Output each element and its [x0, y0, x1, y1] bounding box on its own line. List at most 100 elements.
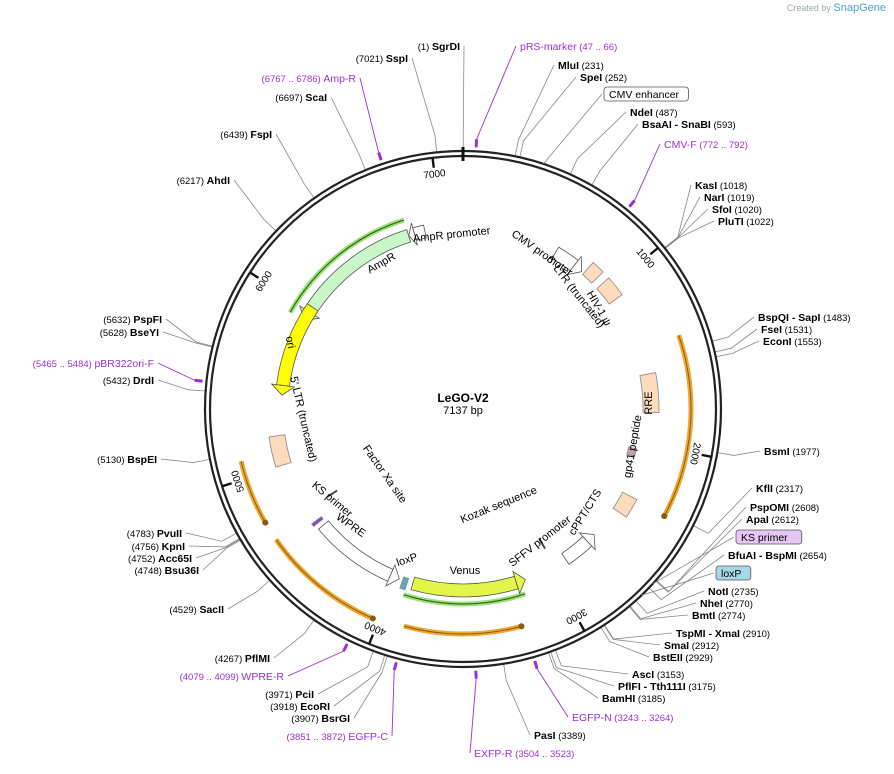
primer-egfp-n-7-mark — [533, 660, 539, 670]
ruler-tick-7000 — [431, 157, 435, 168]
primer-wpre-r-4-line — [287, 650, 344, 677]
site-sspi-1-line — [411, 57, 438, 153]
feature-hiv-1-4 — [596, 277, 623, 305]
site-kasi-22: KasI (1018) — [695, 180, 747, 192]
site-smai-38: SmaI (2912) — [664, 640, 719, 652]
primer-amp-r-1-line — [359, 77, 380, 153]
site-bspei-8-line — [160, 458, 211, 463]
site-bsu36i-12: (4748) Bsu36I — [134, 565, 199, 577]
boxed-label-ks-primer: KS primer — [741, 532, 788, 544]
site-bspqi-sapi-26-line — [711, 316, 755, 342]
primer-egfp-n-7-line — [536, 668, 569, 718]
site-sspi-1: (7021) SspI — [356, 53, 408, 65]
site-pflfi-tth111i-41: PflFI - Tth111I (3175) — [618, 681, 716, 693]
ruler-tick-3000 — [578, 621, 586, 632]
site-noti-34: NotI (2735) — [708, 586, 759, 598]
features — [268, 222, 660, 598]
boxed-label-ks-primer-box — [735, 529, 803, 545]
site-tspmi-xmai-37: TspMI - XmaI (2910) — [676, 628, 770, 640]
site-pvuii-9-line — [185, 532, 237, 542]
orange-arc-head-2 — [262, 519, 269, 526]
feature-label-rre: RRE — [643, 391, 655, 414]
site-acc65i-11: (4752) Acc65I — [128, 553, 192, 565]
site-ndei-20: NdeI (487) — [630, 107, 678, 119]
site-bamhi-42-line — [548, 652, 599, 699]
feature-label-loxp: loxP — [395, 551, 419, 569]
feature-ampr-0 — [303, 229, 412, 317]
site-pflfi-tth111i-41-line — [550, 651, 615, 687]
site-acc65i-11-line — [195, 538, 241, 559]
site-bsmi-29-line — [717, 450, 761, 456]
primer-prs-marker-0-line — [476, 45, 517, 140]
site-sacii-13-line — [227, 579, 271, 610]
feature-ori-16-head — [270, 383, 296, 396]
site-sacii-13: (4529) SacII — [169, 604, 224, 616]
site-bsteii-39-line — [600, 626, 650, 658]
restriction-sites: (1) SgrDI(7021) SspI(6697) ScaI(6439) Fs… — [97, 41, 850, 742]
site-pvuii-9: (4783) PvuII — [127, 528, 182, 540]
site-ecori-16: (3918) EcoRI — [270, 701, 330, 713]
site-ahdi-4-line — [233, 179, 277, 232]
feature-loxp-11 — [399, 576, 410, 591]
site-sfoi-24: SfoI (1020) — [712, 204, 762, 216]
primer-wpre-r-4-mark — [342, 643, 349, 652]
site-bmti-36: BmtI (2774) — [692, 610, 745, 622]
site-bsteii-39: BstEII (2929) — [653, 652, 713, 664]
primer-exfp-r-6-line — [469, 678, 477, 754]
snapgene-logo: SnapGene — [833, 2, 886, 14]
credit-prefix: Created by — [786, 3, 831, 13]
ruler-label-4000: 4000 — [363, 619, 388, 638]
site-drdi-7: (5432) DrdI — [103, 375, 154, 387]
feature-venus-10-head — [512, 570, 526, 595]
site-bsu36i-12-line — [202, 539, 241, 571]
feature-label-ori: ori — [283, 335, 297, 349]
site-kpni-10-line — [188, 538, 240, 548]
primer-cmv-f-2-mark — [628, 199, 636, 208]
primer-egfp-c-5: (3851 .. 3872) EGFP-C — [287, 731, 389, 743]
site-ecori-16-line — [333, 654, 386, 707]
feature-label-factor-xa: Factor Xa site — [360, 443, 409, 505]
plasmid-name: LeGO-V2 — [437, 391, 489, 405]
feature-venus-10 — [410, 575, 519, 598]
site-fspi-3-line — [275, 133, 315, 199]
boxed-label-loxp-box — [715, 565, 752, 581]
primer-pbr322ori-f-3: (5465 .. 5484) pBR322ori-F — [33, 358, 154, 370]
feature-rre-5 — [639, 372, 660, 413]
site-scai-2-line — [330, 96, 366, 171]
orange-arc-head-3 — [518, 623, 525, 630]
feature-ampr-promoter-1-head — [408, 222, 418, 246]
site-pflmi-14: (4267) PflMI — [215, 653, 270, 665]
site-ahdi-4: (6217) AhdI — [177, 175, 231, 187]
primer-exfp-r-6: EXFP-R (3504 .. 3523) — [474, 748, 574, 760]
site-pcii-15-line — [317, 650, 374, 695]
site-pspfi-5-line — [165, 318, 213, 347]
orange-arc-head-1 — [369, 615, 376, 622]
site-asci-40-line — [554, 649, 629, 675]
site-nari-23: NarI (1019) — [704, 192, 755, 204]
site-kfli-30: KflI (2317) — [756, 483, 803, 495]
boxed-label-cmv-enhancer-line — [543, 93, 603, 165]
site-bsrgi-17: (3907) BsrGI — [291, 713, 350, 725]
annotation-arcs — [238, 217, 694, 637]
orange-arc-0 — [662, 334, 694, 518]
site-bsaai-snabi-21-line — [591, 123, 639, 186]
site-econi-28-line — [715, 340, 760, 358]
feature-label-kozak: Kozak sequence — [459, 484, 539, 526]
primer-cmv-f-2: CMV-F (772 .. 792) — [664, 139, 748, 151]
site-drdi-7-line — [157, 379, 206, 392]
feature-5-ltr-truncated-15 — [268, 434, 292, 468]
boxed-label-cmv-enhancer-box — [603, 86, 689, 102]
boxed-label-ks-primer-line — [652, 536, 735, 585]
primer-wpre-r-4: (4079 .. 4099) WPRE-R — [180, 671, 285, 683]
primer-egfp-c-5-mark — [392, 661, 398, 671]
primer-egfp-c-5-line — [391, 670, 395, 737]
primer-cmv-f-2-line — [634, 143, 661, 201]
site-leader-lines — [157, 45, 761, 736]
site-bfuai-bspmi-33: BfuAI - BspMI (2654) — [728, 550, 827, 562]
site-sgrdi-0: (1) SgrDI — [418, 41, 460, 53]
site-pluti-25-line — [664, 220, 715, 249]
site-tspmi-xmai-37-line — [603, 624, 673, 640]
site-asci-40: AscI (3153) — [632, 669, 684, 681]
site-bsrgi-17-line — [353, 655, 388, 719]
